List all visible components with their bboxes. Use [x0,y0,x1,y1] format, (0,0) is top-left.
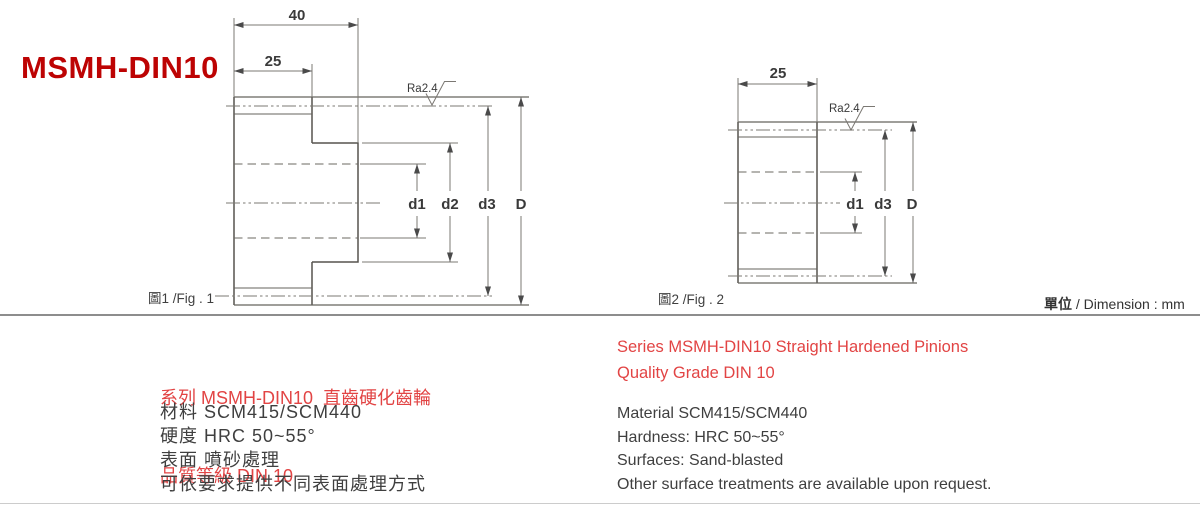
material-zh: 材料 SCM415/SCM440 [160,402,363,422]
fig1-roughness-check-icon [425,81,456,107]
fig2-root-lines [738,136,817,270]
fig1-dim-pitch-label: d3 [478,196,496,213]
series-name-en: Series MSMH-DIN10 Straight Hardened Pini… [617,338,969,356]
page-bottom-rule [0,503,1200,504]
fig1-dim-bore-label: d1 [408,196,426,213]
fig1-dim-bore: d1 [408,164,426,238]
fig1-dim-pitch: d3 [478,106,496,296]
fig1-dim-hub-label: d2 [441,196,459,213]
fig2-roughness-symbol: Ra2.4 [829,103,875,132]
fig2-roughness-label: Ra2.4 [829,103,860,115]
fig2-dim-bore-label: d1 [846,196,864,213]
fig1-dim-outer: D [516,97,527,305]
fig1-hub-outline [312,142,359,263]
specs-en-header: Series MSMH-DIN10 Straight Hardened Pini… [617,334,968,386]
specs-zh-header: 系列 MSMH-DIN10 直齒硬化齒輪 品質等級 DIN 10 [160,333,431,511]
fig2-dim-face-width-label: 25 [770,65,787,82]
unit-note-zh: 單位 [1044,296,1072,312]
technical-drawings: 40 25 d1 d2 d3 [148,7,1185,312]
fig2-caption: 圖2 /Fig . 2 [658,292,724,307]
surface-zh: 表面 噴砂處理 [160,450,281,470]
hardness-en: Hardness: HRC 50~55° [617,428,785,446]
unit-note-rest: / Dimension : mm [1072,296,1185,312]
fig1-caption: 圖1 /Fig . 1 [148,291,214,306]
fig1-roughness-symbol: Ra2.4 [407,81,456,107]
specs-zh-body: 材料 SCM415/SCM440 硬度 HRC 50~55° 表面 噴砂處理 可… [160,400,426,496]
fig2-width-extension-lines [737,78,818,122]
fig2-drawing: 25 d1 d3 D Ra2.4 [658,65,918,307]
hardness-zh: 硬度 HRC 50~55° [160,426,316,446]
unit-note: 單位 / Dimension : mm [1044,296,1185,312]
fig1-roughness-label: Ra2.4 [407,83,438,95]
fig1-hub-extension-lines [362,142,458,263]
page-title: MSMH-DIN10 [21,50,219,85]
section-divider [0,314,1200,316]
fig1-drawing: 40 25 d1 d2 d3 [148,7,529,306]
surface-note-zh: 可依要求提供不同表面處理方式 [160,474,426,494]
quality-grade-zh: 品質等級 DIN 10 [160,466,294,486]
fig2-roughness-check-icon [844,106,875,132]
fig2-dim-pitch-label: d3 [874,196,892,213]
fig1-bore-hidden-lines [234,163,358,239]
fig2-dim-face-width: 25 [738,65,817,87]
fig1-dim-total-width-label: 40 [289,7,306,24]
surface-note-en: Other surface treatments are available u… [617,475,992,493]
fig1-dim-face-width-label: 25 [265,53,282,70]
fig1-root-lines [234,113,312,289]
fig2-dim-pitch: d3 [874,130,892,276]
quality-grade-en: Quality Grade DIN 10 [617,364,775,382]
fig2-dim-outer-label: D [907,196,918,213]
fig1-width-extension-lines [233,18,359,143]
fig1-dim-hub: d2 [441,143,459,262]
fig1-dim-outer-label: D [516,196,527,213]
fig1-dim-total-width: 40 [234,7,358,28]
fig1-dim-face-width: 25 [234,53,312,74]
fig2-dim-bore: d1 [846,172,864,233]
fig2-bore-hidden-lines [738,171,817,234]
specs-en-body: Material SCM415/SCM440 Hardness: HRC 50~… [617,402,991,496]
surface-en: Surfaces: Sand-blasted [617,452,784,469]
fig2-dim-outer: D [907,122,918,283]
material-en: Material SCM415/SCM440 [617,405,808,422]
series-name-zh: 系列 MSMH-DIN10 直齒硬化齒輪 [160,388,432,408]
